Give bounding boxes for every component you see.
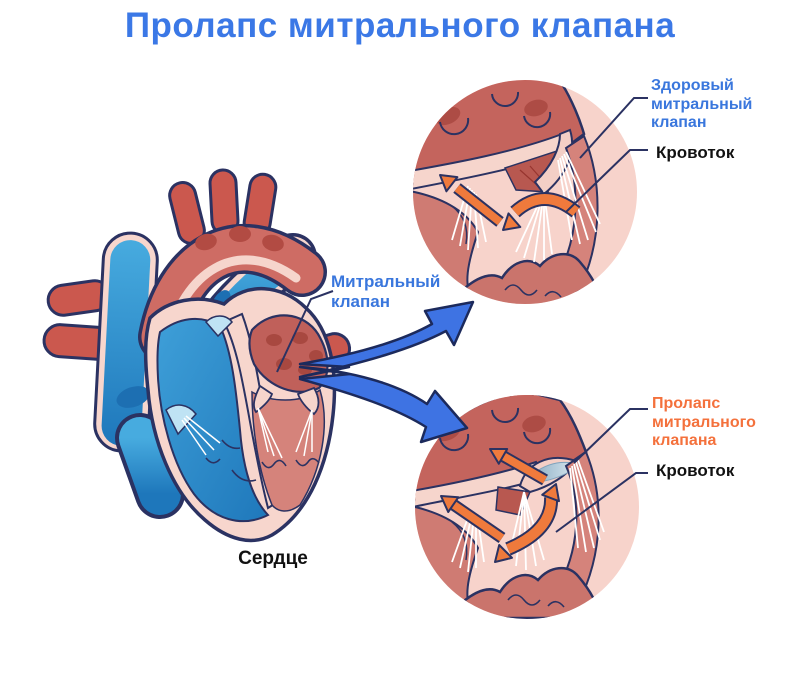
inset-healthy-valve	[413, 80, 637, 304]
leader-line-healthy	[579, 97, 648, 159]
heart-illustration	[42, 168, 352, 543]
pulmonary-valve	[204, 315, 233, 338]
inferior-vena-cava	[115, 413, 185, 519]
mitral-valve	[253, 384, 320, 469]
superior-vena-cava	[93, 231, 159, 453]
blood-flow-label-top: Кровоток	[656, 143, 735, 162]
figure-title: Пролапс митрального клапана	[124, 6, 676, 45]
healthy-valve-label: Здоровый митральный клапан	[651, 77, 753, 132]
prolapse-valve-label: Пролапс митрального клапана	[652, 395, 756, 450]
blood-flow-label-bottom: Кровоток	[656, 461, 735, 480]
heart-caption: Сердце	[238, 548, 308, 569]
leader-line-flow-bottom	[555, 472, 648, 533]
tricuspid-valve	[165, 404, 221, 464]
mitral-valve-callout: Митральный клапан	[331, 272, 441, 311]
leader-line-flow-top	[565, 149, 648, 213]
leader-line-mitral-callout	[276, 290, 334, 373]
mitral-chordae	[257, 407, 313, 459]
vena-cava-shadow-spot	[116, 386, 150, 408]
arrow-to-healthy-inset	[298, 300, 475, 379]
pointer-arrows	[298, 300, 475, 444]
prolapse-flow-arrows	[440, 448, 560, 563]
leader-lines	[276, 97, 648, 533]
leader-line-prolapse	[573, 408, 648, 464]
arrow-to-prolapse-inset	[298, 365, 469, 444]
